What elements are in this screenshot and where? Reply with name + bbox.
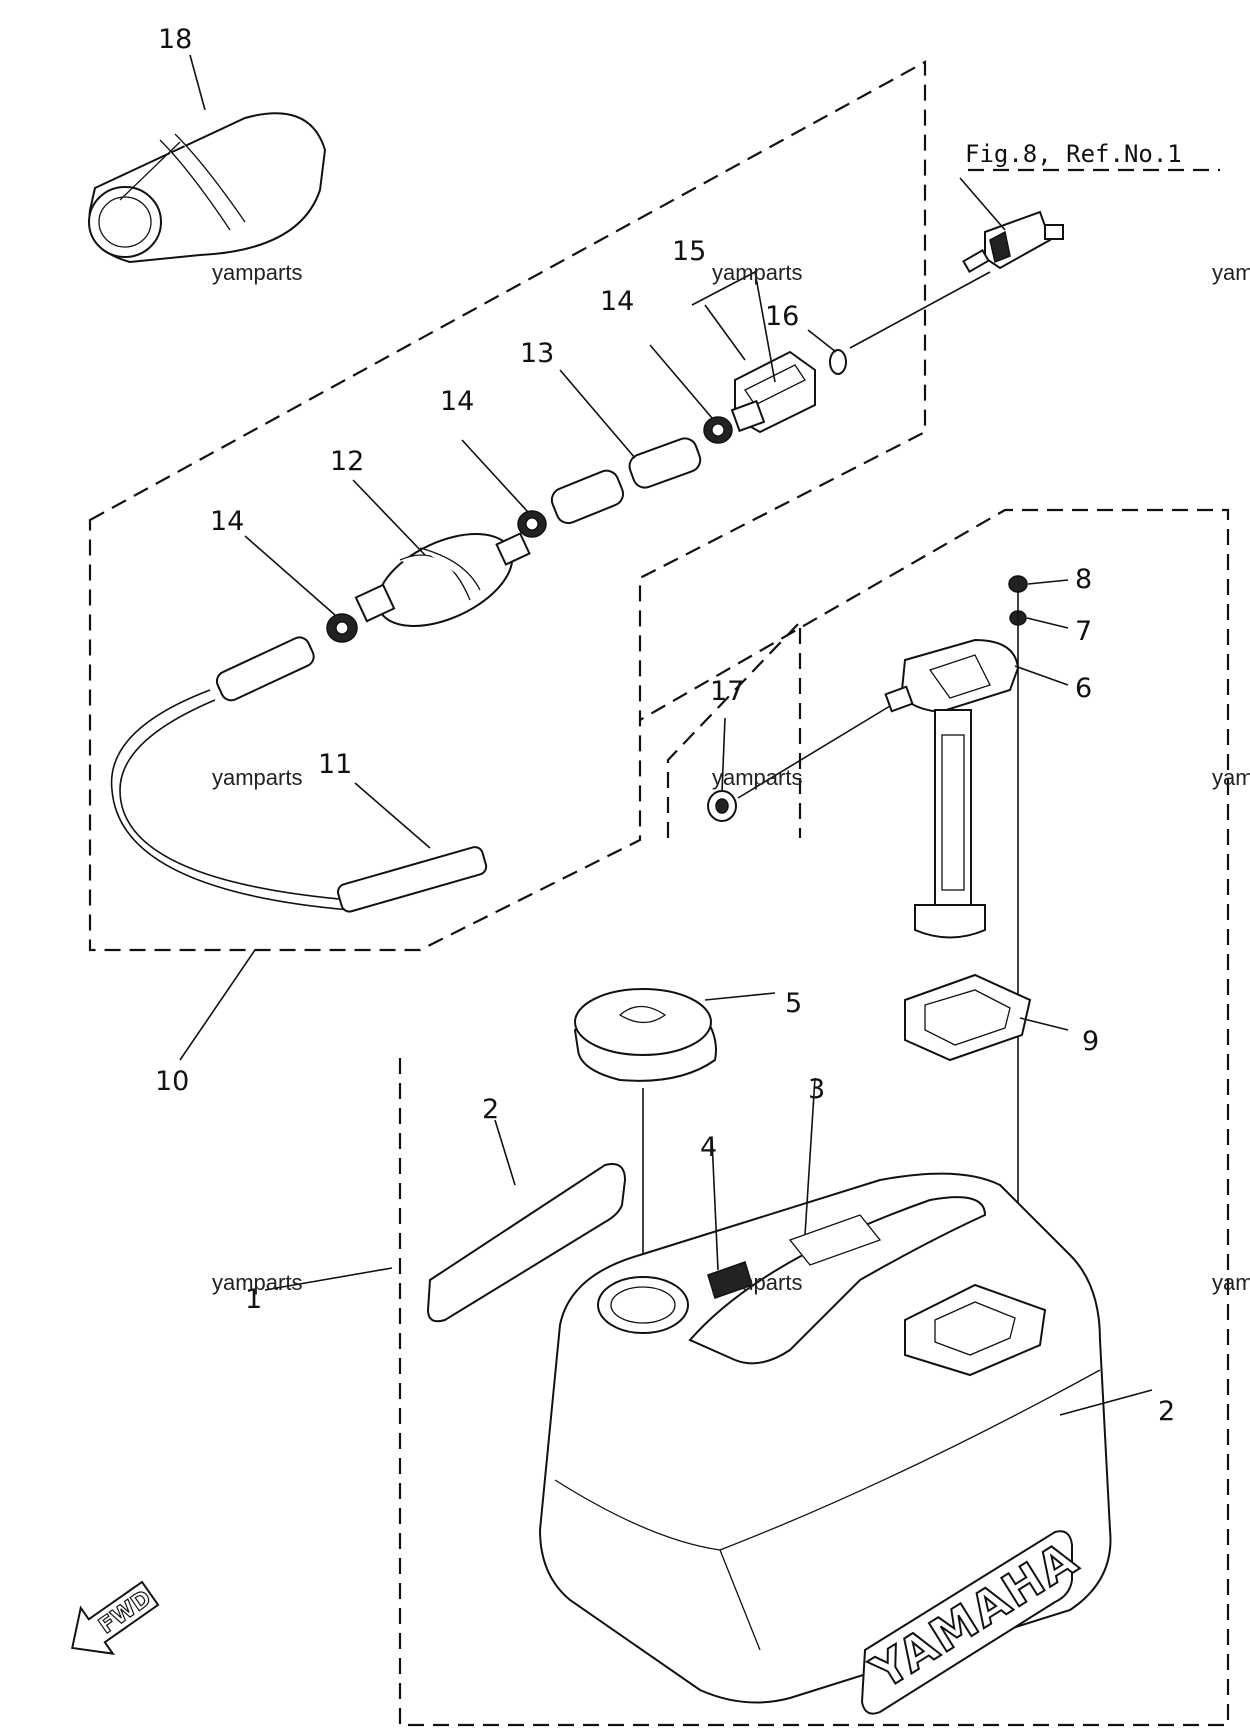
meter-to-joint-leader xyxy=(737,705,891,799)
fuel-meter-boundary xyxy=(666,619,802,838)
watermark: yamparts xyxy=(212,260,302,285)
watermark: yamparts xyxy=(212,765,302,790)
callout-2-left: 2 xyxy=(482,1094,499,1125)
joint-part-17 xyxy=(707,790,737,822)
hose-clamp-14-c xyxy=(703,416,733,444)
callout-12: 12 xyxy=(330,446,364,477)
callout-14-a: 14 xyxy=(210,506,244,537)
callout-9: 9 xyxy=(1082,1026,1099,1057)
joint-part-15 xyxy=(730,350,816,434)
callout-1: 1 xyxy=(245,1284,262,1315)
connector-leader xyxy=(849,271,991,349)
ref-leader xyxy=(959,177,1006,231)
callout-2-right: 2 xyxy=(1158,1396,1175,1427)
callout-5: 5 xyxy=(785,988,802,1019)
callout-14-c: 14 xyxy=(600,286,634,317)
cover-part-18 xyxy=(88,112,327,264)
fuel-hose-part-11 xyxy=(110,689,488,913)
leader-lines xyxy=(179,54,1153,1416)
tank-assembly-boundary xyxy=(398,508,1230,1727)
callout-6: 6 xyxy=(1075,673,1092,704)
gasket-part-9 xyxy=(904,973,1032,1062)
decal-part-2-left xyxy=(426,1163,627,1323)
callout-17: 17 xyxy=(710,676,744,707)
callout-3: 3 xyxy=(808,1074,825,1105)
callout-4: 4 xyxy=(700,1132,717,1163)
callout-7: 7 xyxy=(1075,616,1092,647)
figure-reference: Fig.8, Ref.No.1 xyxy=(965,140,1182,168)
callout-14-b: 14 xyxy=(440,386,474,417)
hose-segment-13-upper xyxy=(628,437,702,489)
hose-clamp-14-b xyxy=(517,510,547,538)
hose-clamp-14-a xyxy=(326,613,358,643)
watermark: yamparts xyxy=(1212,260,1250,285)
watermark: yamparts xyxy=(1212,1270,1250,1295)
fuel-meter-part-6 xyxy=(884,638,1020,939)
engine-connector xyxy=(962,210,1064,274)
watermark: yamparts xyxy=(712,765,802,790)
hose-assembly-boundary xyxy=(88,60,927,952)
callout-10: 10 xyxy=(155,1066,189,1097)
watermarks: yamparts yamparts yamparts yamparts yamp… xyxy=(212,260,1250,1295)
primer-bulb-part-12 xyxy=(354,532,531,627)
fuel-cap-part-5 xyxy=(573,988,717,1082)
callout-16: 16 xyxy=(765,301,799,332)
watermark: yamparts xyxy=(212,1270,302,1295)
callout-numbers: 18 15 16 14 13 14 12 14 17 11 8 7 6 10 5… xyxy=(155,24,1175,1427)
callout-15: 15 xyxy=(672,236,706,267)
screw-part-8 xyxy=(1008,575,1028,593)
callout-11: 11 xyxy=(318,749,352,780)
fuel-tank-part-1: YAMAHA xyxy=(538,1172,1112,1715)
watermark: yamparts xyxy=(712,260,802,285)
watermark: yamparts xyxy=(1212,765,1250,790)
callout-18: 18 xyxy=(158,24,192,55)
callout-8: 8 xyxy=(1075,564,1092,595)
o-ring-part-16 xyxy=(829,349,847,375)
hose-segment-lower-left xyxy=(215,636,315,702)
hose-segment-13-lower xyxy=(550,469,625,525)
forward-direction-arrow: FWD xyxy=(71,1580,160,1655)
callout-13: 13 xyxy=(520,338,554,369)
watermark: yamparts xyxy=(712,1270,802,1295)
